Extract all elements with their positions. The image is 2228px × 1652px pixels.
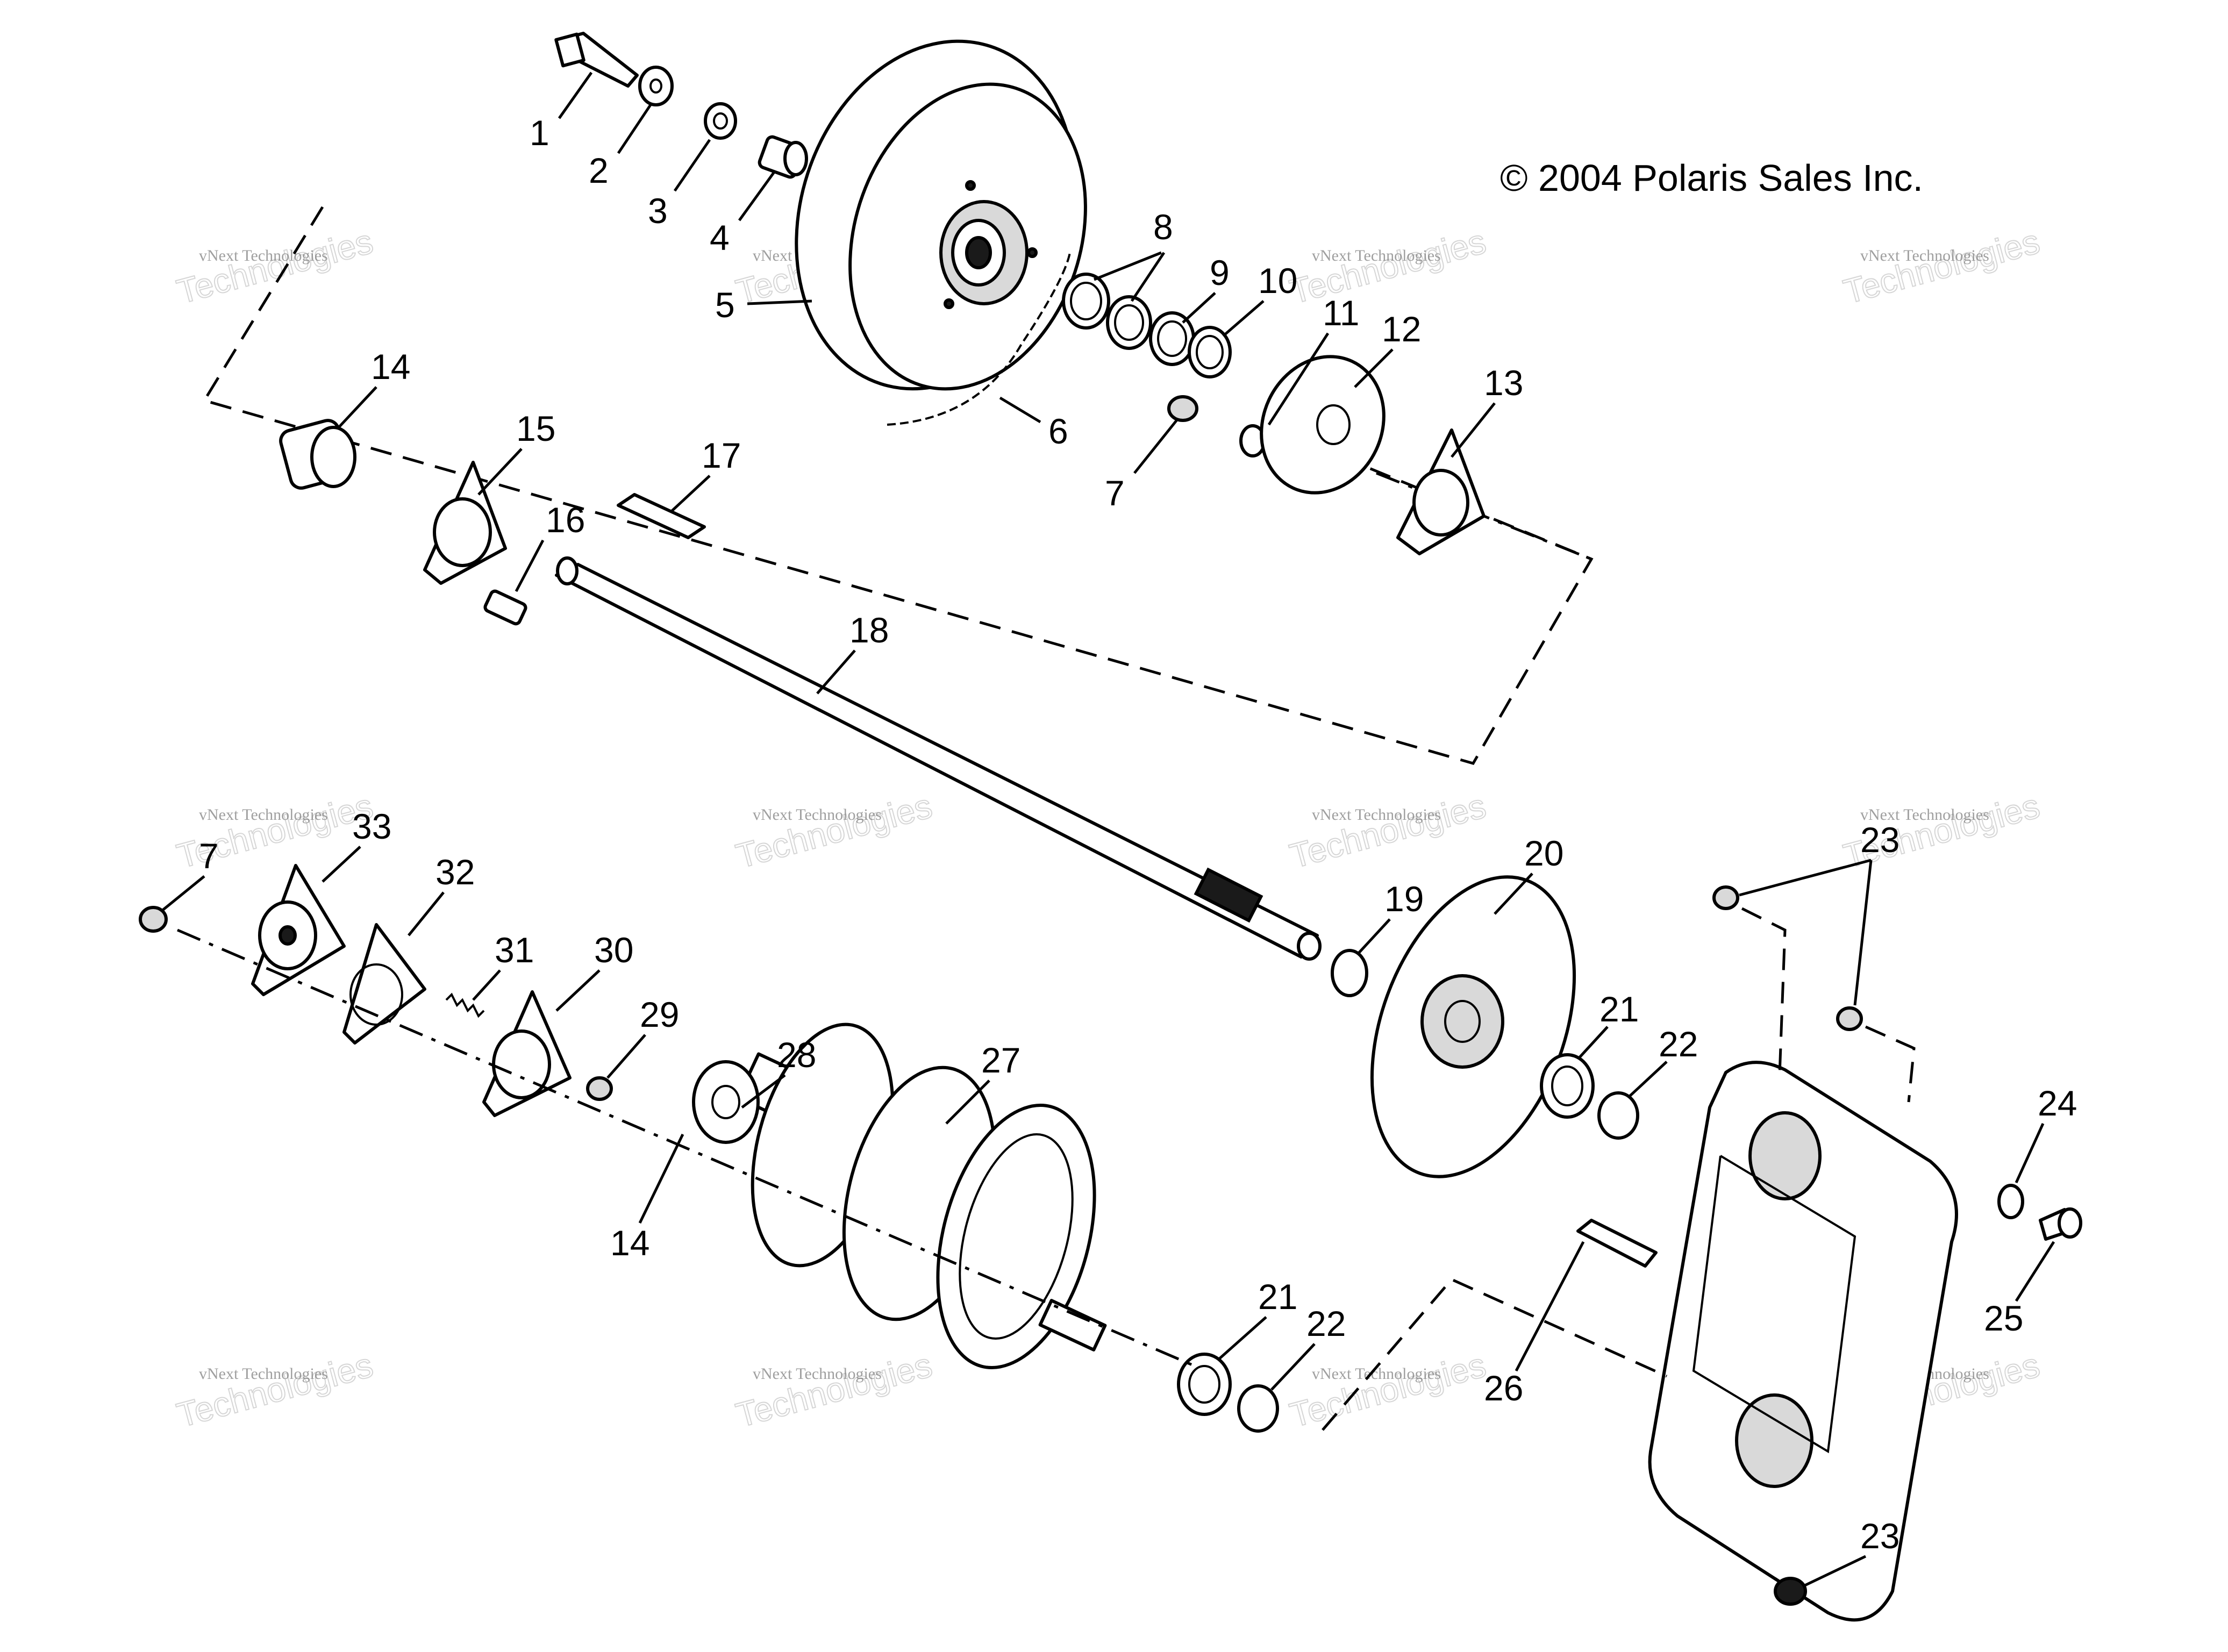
ring-part [1331,949,1368,997]
watermark-small: vNext Technologies [1312,806,1441,824]
bolt-part [1576,1219,1658,1268]
callout-12: 12 [1382,309,1421,349]
watermark-small: vNext Technologies [199,806,328,824]
callout-3: 3 [648,191,668,231]
callout-15: 15 [516,409,555,448]
center-line-lower [177,928,1194,1367]
flange-part [1396,428,1486,555]
callout-28: 28 [777,1035,816,1075]
watermark-big: Technologies [1839,222,2043,311]
callout-25: 25 [1984,1298,2023,1338]
shaft-part [555,556,1322,961]
washer-part [638,66,674,106]
assembly-line [1741,907,1787,1076]
seal-part [1106,295,1152,350]
seal-part [1597,1091,1639,1140]
watermark-big: Technologies [732,786,936,876]
callout-10: 10 [1258,261,1297,301]
callout-19: 19 [1384,879,1424,919]
chaincase-part [1648,1061,1958,1622]
nut-part [1167,395,1198,422]
callout-14-lower: 14 [610,1223,649,1263]
callout-14: 14 [371,347,410,387]
bearing-part [1540,1053,1595,1119]
nut-part [139,906,168,933]
flange-part [423,461,507,585]
watermark-big: Technologies [732,1346,936,1435]
callout-5: 5 [715,285,735,325]
callout-21-lower: 21 [1258,1277,1297,1317]
watermark-small: vNext Technologies [753,806,882,824]
watermark-small: vNext Technologies [1860,247,1989,264]
callout-20: 20 [1524,833,1563,873]
callout-4: 4 [710,218,730,258]
bolt-part [483,589,527,626]
callout-22: 22 [1659,1024,1698,1064]
callouts: 1 2 3 4 5 6 7 8 9 10 11 12 13 14 15 16 1… [160,71,2077,1587]
callout-23: 23 [1860,820,1899,860]
bearing-part [1177,1353,1232,1416]
callout-2: 2 [589,151,609,190]
disc-part [1370,875,1576,1178]
spacer-part [758,135,808,179]
bearing-cap-part [251,864,346,996]
assembly-line [1865,1025,1916,1103]
callout-13: 13 [1484,363,1523,403]
flange-part [482,990,572,1117]
callout-1: 1 [530,113,549,153]
callout-26: 26 [1484,1368,1523,1408]
callout-21: 21 [1599,989,1639,1029]
nut-part [586,1076,613,1101]
nut-part [1712,885,1739,910]
spring-part [445,992,485,1018]
bolt-part [2039,1207,2082,1241]
callout-29: 29 [640,995,679,1034]
watermark-small: vNext Technologies [199,247,328,264]
gasket-part [342,923,426,1045]
watermark-big: Technologies [1286,1346,1489,1435]
watermark-big: Technologies [1286,222,1489,311]
callout-17: 17 [702,435,741,475]
callout-9: 9 [1210,253,1230,292]
washer-part [704,102,737,140]
callout-22-lower: 22 [1306,1304,1346,1343]
callout-32: 32 [435,852,475,892]
watermark-big: Technologies [1286,786,1489,876]
callout-6: 6 [1048,411,1068,451]
nut-part [1836,1006,1863,1031]
seal-part [1237,1384,1279,1433]
callout-33: 33 [352,806,391,846]
callout-7-lower: 7 [199,836,219,876]
watermark-big: Technologies [173,1346,376,1435]
watermark-small: vNext Technologies [199,1365,328,1383]
nut-part [1774,1577,1807,1606]
bolt-part [554,32,639,88]
copyright-notice: © 2004 Polaris Sales Inc. [1500,157,1923,199]
callout-24: 24 [2038,1083,2077,1123]
callout-7: 7 [1105,473,1125,513]
callout-16: 16 [546,500,585,540]
watermark-small: vNext Technologies [753,1365,882,1383]
watermark-big: Technologies [173,222,376,311]
callout-8: 8 [1153,207,1173,247]
callout-31: 31 [495,930,534,970]
watermark-small: vNext Technologies [1860,806,1989,824]
pulley-part [795,39,1087,391]
callout-30: 30 [594,930,633,970]
watermark-small: vNext Technologies [1312,247,1441,264]
callout-27: 27 [981,1040,1020,1080]
key-part [617,493,706,539]
drive-sprockets-part [736,1022,1107,1369]
callout-11: 11 [1323,293,1360,333]
bearing-part [692,1060,760,1144]
callout-23-bottom: 23 [1860,1516,1899,1556]
callout-18: 18 [849,610,889,650]
washer-part [1997,1184,2024,1219]
seal-part [1188,326,1232,378]
bearing-part [279,419,356,490]
